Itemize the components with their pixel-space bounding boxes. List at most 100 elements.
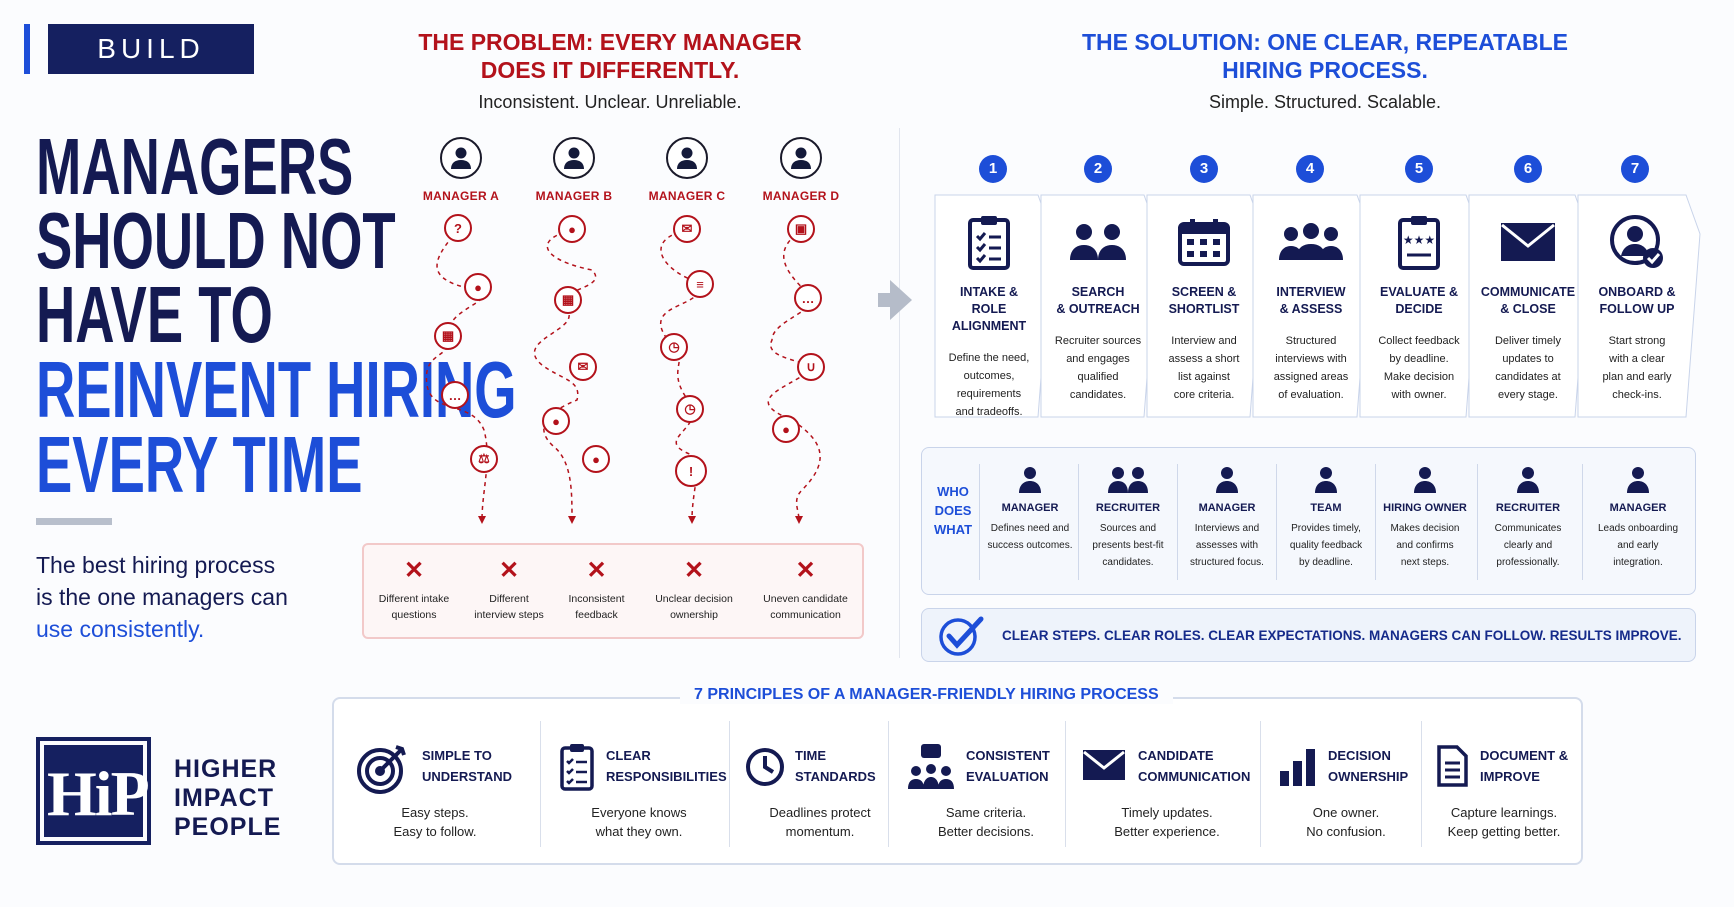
summary-banner: CLEAR STEPS. CLEAR ROLES. CLEAR EXPECTAT… xyxy=(921,608,1696,662)
step-number: 3 xyxy=(1190,155,1218,183)
subtext-line3: use consistently. xyxy=(36,616,205,642)
bar-chart-icon xyxy=(1278,747,1318,787)
step-number: 5 xyxy=(1405,155,1433,183)
clock-icon: ◷ xyxy=(660,333,688,361)
envelope-icon: ✉ xyxy=(673,215,701,243)
subtext-line1: The best hiring process xyxy=(36,552,276,578)
person-icon: ● xyxy=(582,445,610,473)
divider xyxy=(888,721,889,847)
envelope-icon xyxy=(1082,749,1126,781)
divider xyxy=(1078,464,1079,580)
clock-icon xyxy=(745,747,785,787)
handshake-icon: ∪ xyxy=(797,353,825,381)
person-icon xyxy=(440,137,482,179)
group-icon: ● xyxy=(542,407,570,435)
scorecard-icon: ★★★ xyxy=(1363,200,1475,284)
image-icon: ▣ xyxy=(787,215,815,243)
principle-item: DOCUMENT &IMPROVE Capture learnings.Keep… xyxy=(1436,743,1572,853)
divider xyxy=(1477,464,1478,580)
clipboard-checklist-icon xyxy=(934,200,1044,284)
manager-a: MANAGER A xyxy=(406,137,516,203)
svg-text:★★★: ★★★ xyxy=(1403,233,1435,247)
person-icon xyxy=(1178,466,1276,494)
banner-text-left: CLEAR STEPS. CLEAR ROLES. CLEAR EXPECTAT… xyxy=(1002,628,1366,643)
divider xyxy=(1177,464,1178,580)
solution-title-line2: HIRING PROCESS. xyxy=(1222,57,1428,83)
divider xyxy=(1260,721,1261,847)
divider xyxy=(729,721,730,847)
person-icon xyxy=(981,466,1079,494)
subtext-line2: is the one managers can xyxy=(36,584,288,610)
team-chat-icon xyxy=(906,743,956,791)
envelope-icon: ✉ xyxy=(569,353,597,381)
headline-line5: EVERY TIME xyxy=(36,420,363,509)
step-number: 1 xyxy=(979,155,1007,183)
problem-tagline: Inconsistent. Unclear. Unreliable. xyxy=(478,92,742,112)
person-check-icon xyxy=(1581,200,1693,284)
step-number: 7 xyxy=(1621,155,1649,183)
section-divider xyxy=(899,128,900,658)
headline-line3: HAVE TO xyxy=(36,270,273,359)
problem-title-line2: DOES IT DIFFERENTLY. xyxy=(480,57,740,83)
hip-logo: HiP xyxy=(36,737,151,845)
divider xyxy=(1375,464,1376,580)
document-icon: ≡ xyxy=(686,270,714,298)
banner-text-right: MANAGERS CAN FOLLOW. RESULTS IMPROVE. xyxy=(1369,628,1682,643)
divider xyxy=(540,721,541,847)
clock-icon: ◷ xyxy=(676,395,704,423)
chat-icon: … xyxy=(794,284,822,312)
divider xyxy=(1065,721,1066,847)
target-icon xyxy=(356,743,408,795)
checkmark-icon xyxy=(938,615,984,657)
divider xyxy=(1582,464,1583,580)
problem-title-line1: THE PROBLEM: EVERY MANAGER xyxy=(418,29,802,55)
group-icon: ● xyxy=(772,415,800,443)
calendar-icon: ▦ xyxy=(434,322,462,350)
calendar-icon: ▦ xyxy=(554,286,582,314)
step-number: 6 xyxy=(1514,155,1542,183)
divider xyxy=(979,464,980,580)
envelope-icon xyxy=(1472,200,1584,284)
solution-tagline: Simple. Structured. Scalable. xyxy=(1208,92,1442,112)
person-icon: ● xyxy=(464,273,492,301)
person-icon: ● xyxy=(558,215,586,243)
divider xyxy=(36,518,112,525)
manager-d: MANAGER D xyxy=(746,137,856,203)
arrow-stem xyxy=(878,293,890,307)
scales-icon: ⚖ xyxy=(470,445,498,473)
alert-icon: ! xyxy=(675,455,707,487)
two-people-icon xyxy=(1079,466,1177,494)
brand-line2: IMPACT xyxy=(174,784,274,812)
calendar-icon xyxy=(1149,200,1259,284)
step-intake: INTAKE &ROLE ALIGNMENT Define the need,o… xyxy=(934,200,1044,421)
principles-title: 7 PRINCIPLES OF A MANAGER-FRIENDLY HIRIN… xyxy=(680,686,1173,704)
question-icon: ? xyxy=(444,214,472,242)
two-people-icon xyxy=(1043,200,1153,284)
arrow-right-icon xyxy=(890,280,912,320)
person-icon xyxy=(666,137,708,179)
step-number: 4 xyxy=(1296,155,1324,183)
group-icon xyxy=(1255,200,1367,284)
